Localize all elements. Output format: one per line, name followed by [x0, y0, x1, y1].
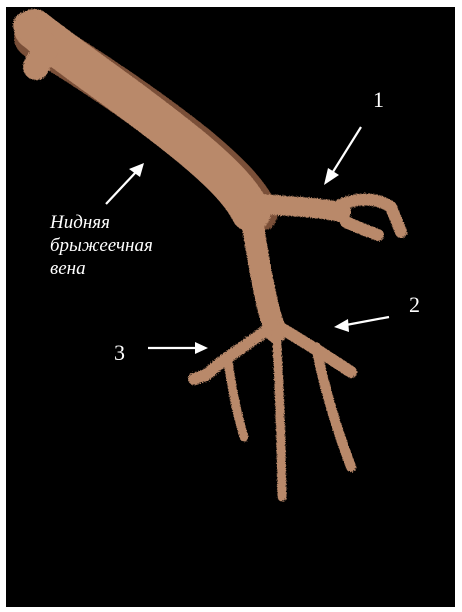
descending-vessel: [251, 212, 276, 332]
arrow-3-head: [195, 342, 208, 354]
branch-3-down: [228, 359, 244, 437]
arrow-caption-head: [129, 163, 144, 177]
arrow-2-head: [334, 319, 349, 332]
arrow-1: [331, 127, 361, 175]
arrow-caption: [106, 172, 136, 204]
vessel-caption: Нидняя брыжеечная вена: [50, 211, 153, 280]
caption-line-3: вена: [50, 257, 153, 280]
arrow-1-head: [324, 168, 339, 185]
vessel-tree-render: [6, 7, 455, 607]
angiogram-image: 1 2 3 Нидняя брыжеечная вена: [6, 7, 455, 607]
main-trunk-tip: [26, 25, 46, 67]
marker-1-label: 1: [373, 89, 384, 111]
caption-line-2: брыжеечная: [50, 234, 153, 257]
marker-3-label: 3: [114, 342, 125, 364]
caption-line-1: Нидняя: [50, 211, 153, 234]
arrow-2: [346, 317, 389, 325]
branch-1-loop: [336, 200, 401, 236]
marker-2-label: 2: [409, 294, 420, 316]
main-trunk: [34, 29, 251, 212]
central-branch: [276, 329, 282, 497]
